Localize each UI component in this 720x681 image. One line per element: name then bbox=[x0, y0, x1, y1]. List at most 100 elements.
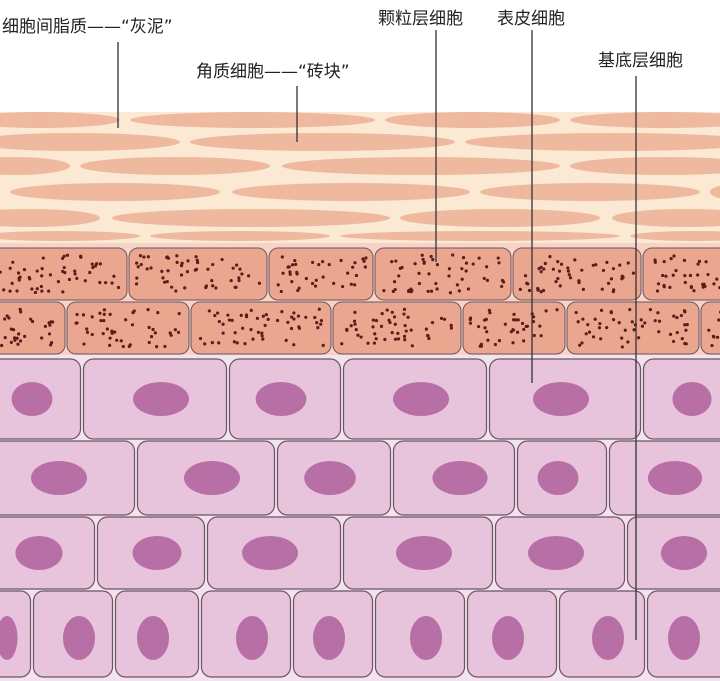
granule bbox=[310, 281, 315, 286]
corneocyte bbox=[612, 209, 720, 227]
granule bbox=[233, 285, 237, 289]
granule bbox=[684, 328, 688, 332]
granule bbox=[421, 257, 425, 262]
granule bbox=[548, 255, 552, 259]
granule bbox=[27, 275, 31, 280]
granule bbox=[653, 319, 657, 323]
granule bbox=[422, 261, 426, 265]
granule bbox=[65, 253, 70, 257]
granule bbox=[500, 284, 504, 289]
granule bbox=[15, 336, 19, 340]
granule bbox=[397, 274, 401, 278]
granule bbox=[542, 267, 546, 271]
granule bbox=[316, 326, 320, 330]
granule bbox=[402, 307, 407, 311]
granule bbox=[30, 319, 35, 324]
granule bbox=[263, 323, 267, 328]
granule bbox=[290, 315, 294, 319]
granule bbox=[346, 271, 350, 275]
granule bbox=[612, 288, 616, 292]
granule bbox=[108, 343, 112, 347]
granule bbox=[235, 263, 239, 267]
granule bbox=[284, 338, 288, 342]
granule bbox=[327, 263, 331, 267]
granule bbox=[483, 326, 487, 330]
cell-nucleus bbox=[184, 461, 240, 495]
corneocyte bbox=[130, 112, 375, 128]
granule bbox=[701, 285, 705, 289]
granule bbox=[354, 273, 359, 278]
granule bbox=[707, 328, 711, 332]
granule bbox=[525, 324, 530, 328]
granule bbox=[163, 280, 167, 284]
granule bbox=[586, 323, 590, 327]
granule bbox=[514, 318, 518, 322]
granule bbox=[82, 342, 86, 346]
granule bbox=[551, 267, 555, 271]
granule bbox=[153, 331, 157, 335]
granule bbox=[128, 343, 132, 347]
granule bbox=[8, 266, 12, 270]
granule bbox=[160, 269, 164, 273]
cell-nucleus bbox=[242, 536, 298, 570]
granule bbox=[238, 267, 242, 271]
granule bbox=[518, 287, 523, 291]
corneocyte bbox=[570, 112, 720, 128]
granule bbox=[0, 343, 4, 348]
granule bbox=[62, 265, 66, 270]
granule bbox=[102, 308, 107, 312]
granule bbox=[15, 289, 19, 293]
granule bbox=[539, 265, 543, 269]
granule bbox=[501, 280, 506, 284]
granule bbox=[468, 316, 473, 320]
granular-cell bbox=[700, 301, 720, 355]
corneocyte bbox=[0, 112, 120, 128]
granule bbox=[40, 267, 44, 271]
granule bbox=[632, 328, 636, 332]
granule bbox=[62, 254, 66, 258]
granule bbox=[22, 268, 27, 272]
cell-nucleus bbox=[672, 382, 712, 416]
corneocyte bbox=[190, 133, 455, 151]
granule bbox=[142, 255, 146, 259]
granule bbox=[591, 263, 595, 267]
granule bbox=[685, 323, 689, 327]
granule bbox=[527, 288, 532, 293]
granule bbox=[568, 276, 573, 280]
granule bbox=[471, 262, 475, 266]
granule bbox=[289, 326, 294, 331]
granule bbox=[30, 287, 34, 291]
granule bbox=[88, 270, 92, 275]
granular-cell bbox=[566, 301, 700, 355]
granule bbox=[620, 277, 624, 281]
granular-cell bbox=[0, 301, 66, 355]
granule bbox=[108, 312, 112, 316]
label-basal-cell: 基底层细胞 bbox=[598, 51, 683, 71]
granule bbox=[194, 255, 198, 259]
corneocyte-layer bbox=[0, 112, 720, 241]
granule bbox=[16, 271, 21, 275]
granule bbox=[168, 331, 172, 335]
granule bbox=[17, 278, 21, 282]
cell-nucleus bbox=[660, 536, 708, 570]
cell-nucleus bbox=[304, 461, 356, 495]
granule bbox=[332, 281, 336, 286]
cell-nucleus bbox=[533, 382, 589, 416]
granule bbox=[2, 288, 6, 292]
granule bbox=[260, 334, 264, 338]
granule bbox=[460, 267, 464, 271]
granule bbox=[220, 257, 224, 262]
granule bbox=[581, 317, 585, 321]
granule bbox=[261, 337, 265, 341]
granular-cell bbox=[374, 247, 512, 301]
granule bbox=[683, 341, 687, 346]
granule bbox=[75, 312, 79, 317]
granule bbox=[671, 273, 675, 277]
granule bbox=[183, 286, 187, 290]
granule bbox=[576, 320, 580, 324]
granule bbox=[461, 256, 466, 260]
granule bbox=[165, 279, 169, 284]
granule bbox=[417, 271, 421, 276]
cell-nucleus bbox=[668, 616, 700, 660]
